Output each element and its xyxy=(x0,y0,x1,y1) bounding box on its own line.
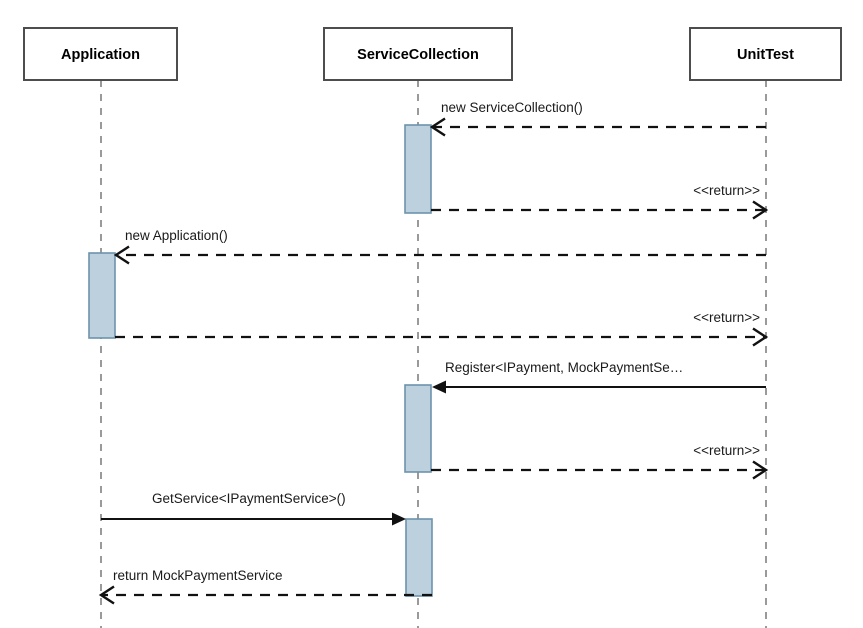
msg-return-2-label: <<return>> xyxy=(693,310,760,325)
msg-getservice[interactable]: GetService<IPaymentService>() xyxy=(101,491,406,526)
activation-service-collection-2[interactable] xyxy=(404,384,432,473)
msg-new-servicecollection[interactable]: new ServiceCollection() xyxy=(429,100,766,137)
participant-box-unit_test xyxy=(689,27,842,81)
activation-application-1[interactable] xyxy=(88,252,116,339)
msg-return-mockpaymentservice-label: return MockPaymentService xyxy=(113,568,283,583)
participant-service_collection[interactable]: ServiceCollection xyxy=(323,27,513,81)
msg-return-1[interactable]: <<return>> xyxy=(431,183,769,220)
msg-return-1-label: <<return>> xyxy=(693,183,760,198)
messages-layer: new ServiceCollection() <<return>> new App… xyxy=(98,100,769,605)
msg-return-mockpaymentservice-arrowhead-icon xyxy=(98,585,115,605)
participant-application[interactable]: Application xyxy=(23,27,178,81)
msg-getservice-label: GetService<IPaymentService>() xyxy=(152,491,346,506)
activation-service-collection-1[interactable] xyxy=(404,124,432,214)
msg-return-mockpaymentservice[interactable]: return MockPaymentService xyxy=(98,568,432,605)
activations-layer xyxy=(88,124,433,597)
participant-label-unit_test: UnitTest xyxy=(737,47,794,63)
participant-unit_test[interactable]: UnitTest xyxy=(689,27,842,81)
msg-register-label: Register<IPayment, MockPaymentSe… xyxy=(445,360,683,375)
msg-return-2[interactable]: <<return>> xyxy=(115,310,769,347)
participants-layer: Application ServiceCollection UnitTest xyxy=(23,27,842,81)
msg-return-3[interactable]: <<return>> xyxy=(431,443,769,480)
participant-box-service_collection xyxy=(323,27,513,81)
msg-new-application[interactable]: new Application() xyxy=(113,228,766,265)
msg-return-1-arrowhead-icon xyxy=(752,200,769,220)
msg-new-application-label: new Application() xyxy=(125,228,228,243)
participant-box-application xyxy=(23,27,178,81)
msg-return-2-arrowhead-icon xyxy=(752,327,769,347)
activation-service-collection-3[interactable] xyxy=(405,518,433,597)
msg-new-servicecollection-label: new ServiceCollection() xyxy=(441,100,583,115)
msg-getservice-arrowhead-icon xyxy=(392,512,406,526)
lifelines-layer xyxy=(100,80,767,628)
participant-label-service_collection: ServiceCollection xyxy=(357,47,479,63)
msg-new-servicecollection-arrowhead-icon xyxy=(429,117,446,137)
msg-register-arrowhead-icon xyxy=(432,380,446,394)
participant-label-application: Application xyxy=(61,47,140,63)
msg-return-3-arrowhead-icon xyxy=(752,460,769,480)
msg-new-application-arrowhead-icon xyxy=(113,245,130,265)
msg-return-3-label: <<return>> xyxy=(693,443,760,458)
msg-register[interactable]: Register<IPayment, MockPaymentSe… xyxy=(432,360,766,394)
